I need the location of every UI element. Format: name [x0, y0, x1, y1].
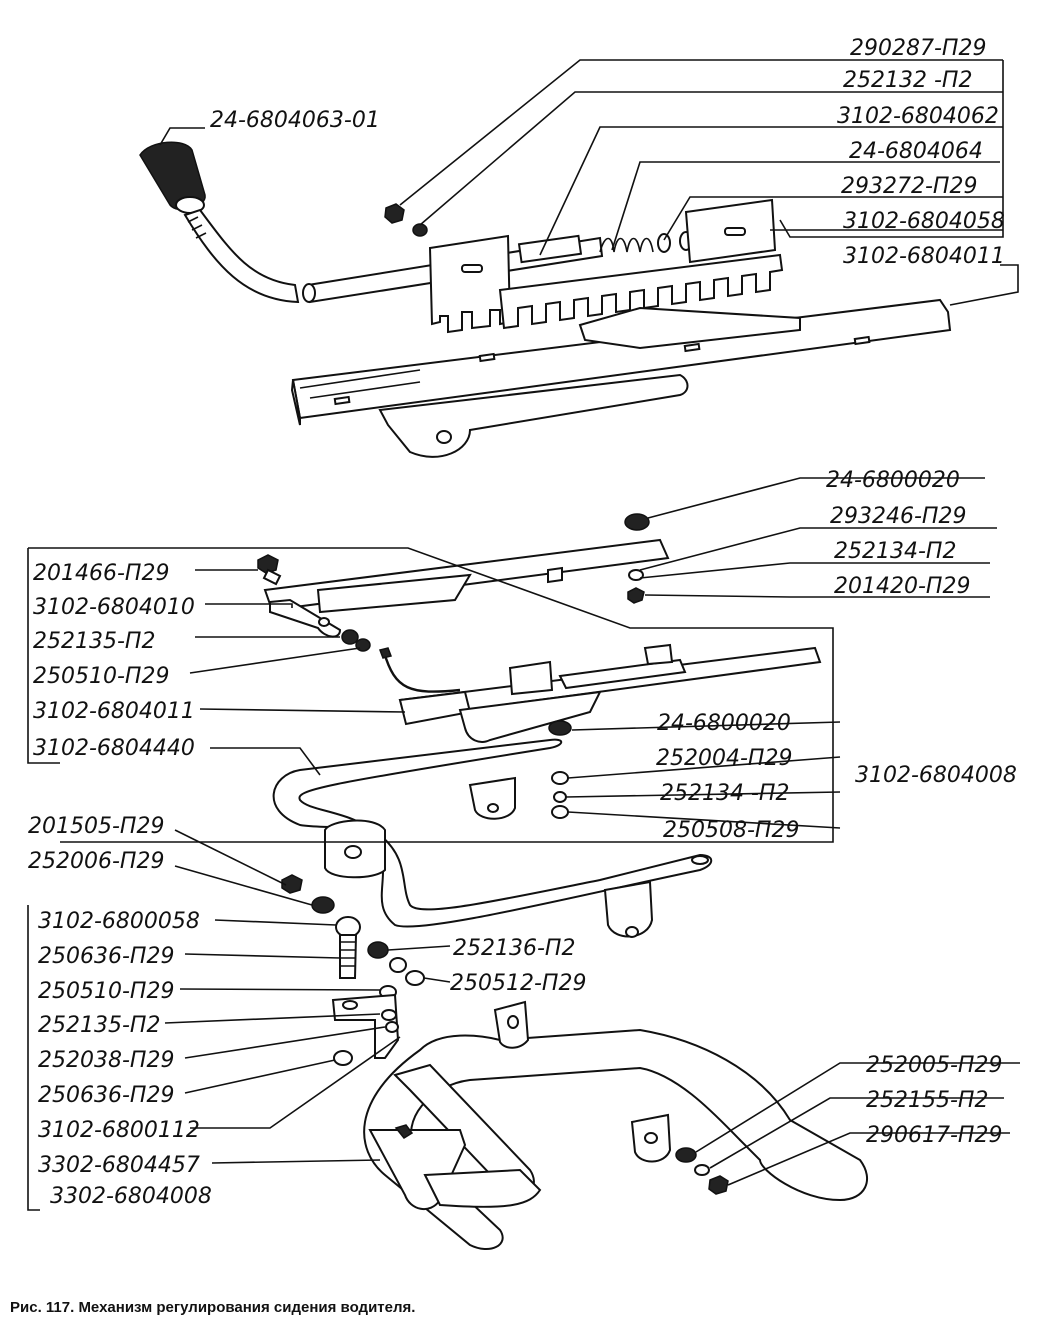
washer-252005	[675, 1147, 697, 1163]
washer-252155	[694, 1164, 710, 1176]
part-label: 250636-П29	[38, 1083, 174, 1108]
part-label: 201466-П29	[33, 561, 169, 586]
part-label: 252006-П29	[28, 849, 164, 874]
part-label: 252136-П2	[453, 936, 575, 961]
bracket-3102-6800112	[331, 993, 400, 1059]
bolt-201505	[281, 874, 303, 894]
slide-rail-upper	[290, 298, 952, 458]
washer-250636	[389, 957, 407, 973]
part-label: 201505-П29	[28, 814, 164, 839]
eye-bolt-3102-6800058	[335, 916, 361, 979]
spring	[599, 237, 654, 253]
part-label: 3102-6800058	[38, 909, 200, 934]
lock-plate-left	[428, 234, 512, 334]
part-label: 252135-П2	[33, 629, 155, 654]
part-label: 290617-П29	[866, 1123, 1002, 1148]
washer-252136	[367, 941, 389, 959]
part-label: 250510-П29	[38, 979, 174, 1004]
tube-frame-3102-6804440	[272, 738, 713, 938]
part-label: 24-6800020	[826, 468, 960, 493]
nut-250512	[405, 970, 425, 986]
part-label: 293246-П29	[830, 504, 966, 529]
bolt-290287	[384, 203, 405, 224]
part-label: 252038-П29	[38, 1048, 174, 1073]
part-label: 201420-П29	[834, 574, 970, 599]
part-label: 252135-П2	[38, 1013, 160, 1038]
figure-caption: Рис. 117. Механизм регулирования сидения…	[10, 1299, 415, 1316]
part-label: 252134 -П2	[660, 781, 789, 806]
part-label: 3102-6800112	[38, 1118, 200, 1143]
part-label: 3102-6804008	[855, 763, 1017, 788]
part-label: 24-6800020	[657, 711, 791, 736]
nut-250510-a	[355, 638, 371, 652]
leader-lines	[27, 59, 1020, 1211]
part-label: 252155-П2	[866, 1088, 988, 1113]
washer-24-6800020	[624, 513, 650, 531]
part-label: 3102-6804011	[33, 699, 195, 724]
slide-rail-3102-6804010	[263, 538, 670, 638]
middle-slide-assembly	[257, 513, 822, 938]
nut-250636-b	[333, 1050, 353, 1066]
washer-252134	[553, 791, 567, 803]
lower-base-assembly	[281, 874, 869, 1250]
part-label: 3102-6804440	[33, 736, 195, 761]
part-label: 290287-П29	[850, 36, 986, 61]
part-label: 3302-6804008	[50, 1184, 212, 1209]
nut-252135-a	[341, 629, 359, 645]
washer	[657, 233, 671, 253]
lock-plate-right	[684, 198, 777, 264]
part-label: 3102-6804062	[837, 104, 999, 129]
part-labels: 290287-П29 252132 -П2 3102-6804062 24-68…	[28, 36, 1017, 1209]
nut-252135-b	[381, 1009, 397, 1021]
nut-252038	[385, 1021, 399, 1033]
handle-rod	[183, 208, 300, 304]
washer-24-6800020-b	[548, 720, 572, 736]
part-label: 252134-П2	[834, 539, 956, 564]
part-label: 250512-П29	[450, 971, 586, 996]
part-label: 24-6804063-01	[210, 108, 380, 133]
part-label: 3102-6804011	[843, 244, 1005, 269]
part-label: 24-6804064	[849, 139, 983, 164]
bolt-201466	[257, 554, 282, 586]
part-label: 252005-П29	[866, 1053, 1002, 1078]
washer-293246	[628, 569, 644, 581]
nut-250508	[551, 805, 569, 819]
bolt-201420	[627, 587, 645, 604]
base-frame-3302-6804008	[363, 1000, 869, 1250]
slide-rail-3102-6804011	[379, 643, 822, 743]
bolt-290617	[708, 1175, 729, 1195]
part-label: 250636-П29	[38, 944, 174, 969]
upper-slide-assembly	[139, 141, 952, 458]
part-label: 3102-6804058	[843, 209, 1005, 234]
part-label: 252004-П29	[656, 746, 792, 771]
washer-252004	[551, 771, 569, 785]
part-label: 250510-П29	[33, 664, 169, 689]
nut-252132	[412, 223, 428, 237]
part-label: 293272-П29	[841, 174, 977, 199]
part-label: 3302-6804457	[38, 1153, 200, 1178]
part-label: 250508-П29	[663, 818, 799, 843]
handle-knob	[139, 141, 206, 214]
part-label: 252132 -П2	[843, 68, 972, 93]
part-label: 3102-6804010	[33, 595, 195, 620]
washer-252006	[311, 896, 335, 914]
